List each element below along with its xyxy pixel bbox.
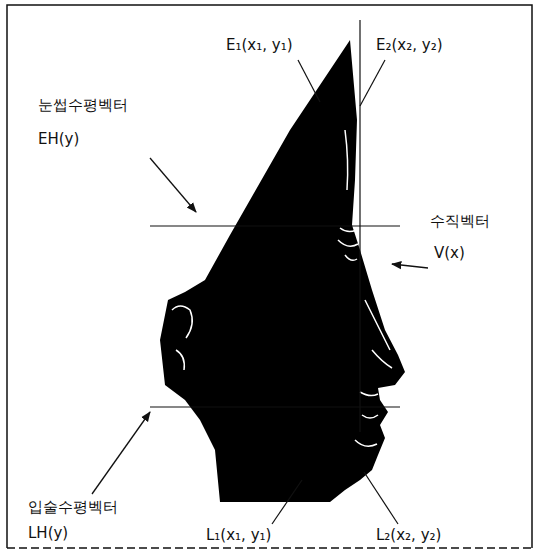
leader-line bbox=[272, 480, 302, 524]
label-text: E₁(x₁, y₁) bbox=[226, 36, 293, 54]
label-text: LH(y) bbox=[28, 524, 68, 542]
frame-border bbox=[7, 5, 532, 548]
vertical-line bbox=[359, 20, 360, 432]
label-text: V(x) bbox=[434, 244, 465, 262]
leader-arrow bbox=[92, 412, 150, 494]
leader-line bbox=[364, 472, 398, 524]
eyebrow-horizontal-line bbox=[150, 225, 400, 226]
leader-arrow bbox=[392, 264, 428, 268]
label-text: L₂(x₂, y₂) bbox=[376, 526, 441, 544]
face-highlights bbox=[172, 130, 392, 446]
leader-line bbox=[298, 60, 320, 102]
label-text: 입술수평벡터 bbox=[28, 498, 118, 516]
label-text: 눈썹수평벡터 bbox=[38, 96, 128, 114]
label-text: E₂(x₂, y₂) bbox=[376, 36, 443, 54]
leader-arrow bbox=[150, 158, 196, 212]
leader-line bbox=[360, 60, 385, 106]
frame-bottom bbox=[7, 547, 532, 549]
label-text: L₁(x₁, y₁) bbox=[206, 526, 271, 544]
label-text: 수직벡터 bbox=[430, 212, 490, 230]
label-text: EH(y) bbox=[38, 130, 79, 148]
lip-horizontal-line bbox=[150, 406, 400, 407]
face-silhouette bbox=[160, 40, 405, 502]
